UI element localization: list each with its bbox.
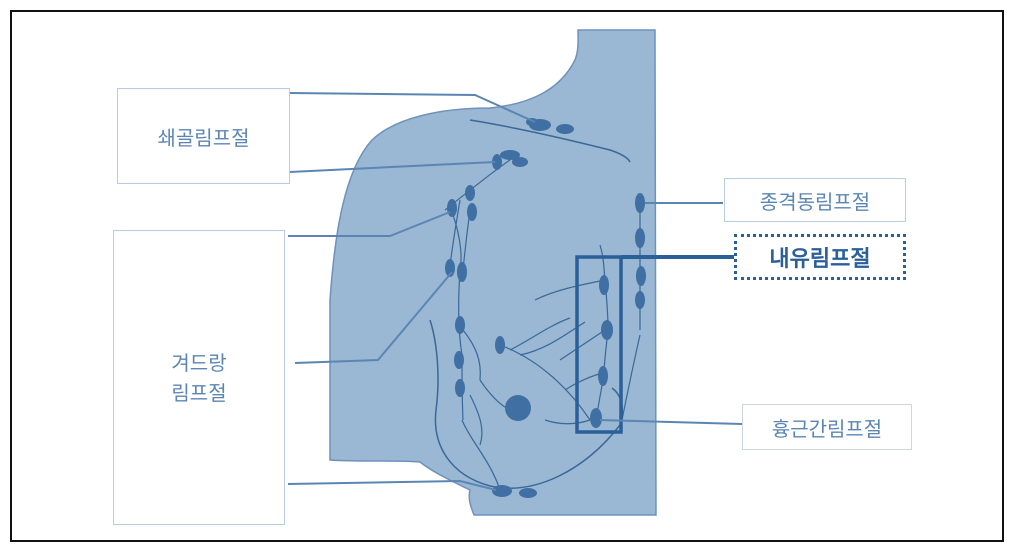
interpectoral-lymph-node-label: 흉근간림프절 [742, 404, 912, 450]
mediastinal-node [635, 193, 645, 213]
mediastinal-label-text: 종격동림프절 [759, 189, 871, 214]
mediastinal-node [636, 266, 646, 286]
axillary-node [447, 199, 457, 217]
axillary-node [455, 316, 465, 334]
mediastinal-node [635, 228, 645, 248]
axillary-node [467, 203, 477, 221]
axillary-label-line1: 겨드랑 [171, 350, 227, 375]
internal-mammary-label-text: 내유림프절 [769, 247, 871, 272]
axillary-node [519, 488, 537, 498]
axillary-node [495, 336, 505, 354]
clavicular-lymph-node-label: 쇄골림프절 [117, 88, 290, 184]
internal-mammary-node [601, 320, 613, 340]
axillary-node [457, 262, 467, 282]
clavicular-label-text: 쇄골림프절 [157, 125, 250, 150]
axillary-node [455, 379, 465, 397]
nipple [505, 395, 531, 421]
mediastinal-lymph-node-label: 종격동림프절 [724, 178, 906, 222]
axillary-node [492, 485, 512, 497]
leader-axillary-bottom [287, 479, 497, 491]
leader-axillary-top [288, 211, 451, 237]
leader-interpectoral [599, 419, 743, 425]
leader-clavicular-top [289, 92, 536, 123]
internal-mammary-node [598, 366, 608, 386]
clavicle-line [469, 119, 631, 163]
interpectoral-node [590, 408, 602, 428]
internal-mammary-lymph-node-label: 내유림프절 [734, 234, 906, 280]
interpectoral-label-text: 흉근간림프절 [771, 416, 883, 441]
mediastinal-node [635, 291, 645, 309]
leader-lines [287, 92, 743, 491]
leader-axillary-middle [294, 271, 453, 364]
leader-clavicular-bottom [289, 161, 496, 173]
axillary-label-line2: 림프절 [171, 380, 227, 405]
internal-mammary-node [599, 275, 609, 295]
axillary-node [465, 185, 475, 201]
axillary-node [500, 150, 520, 160]
internal-mammary-highlight [575, 255, 623, 434]
axillary-lymph-node-label: 겨드랑 림프절 [113, 230, 285, 525]
axillary-node [512, 157, 528, 167]
torso-silhouette [329, 29, 657, 516]
axillary-node [492, 154, 502, 170]
lymph-nodes [445, 118, 646, 498]
clavicular-node [556, 124, 574, 134]
axillary-node [454, 351, 464, 369]
